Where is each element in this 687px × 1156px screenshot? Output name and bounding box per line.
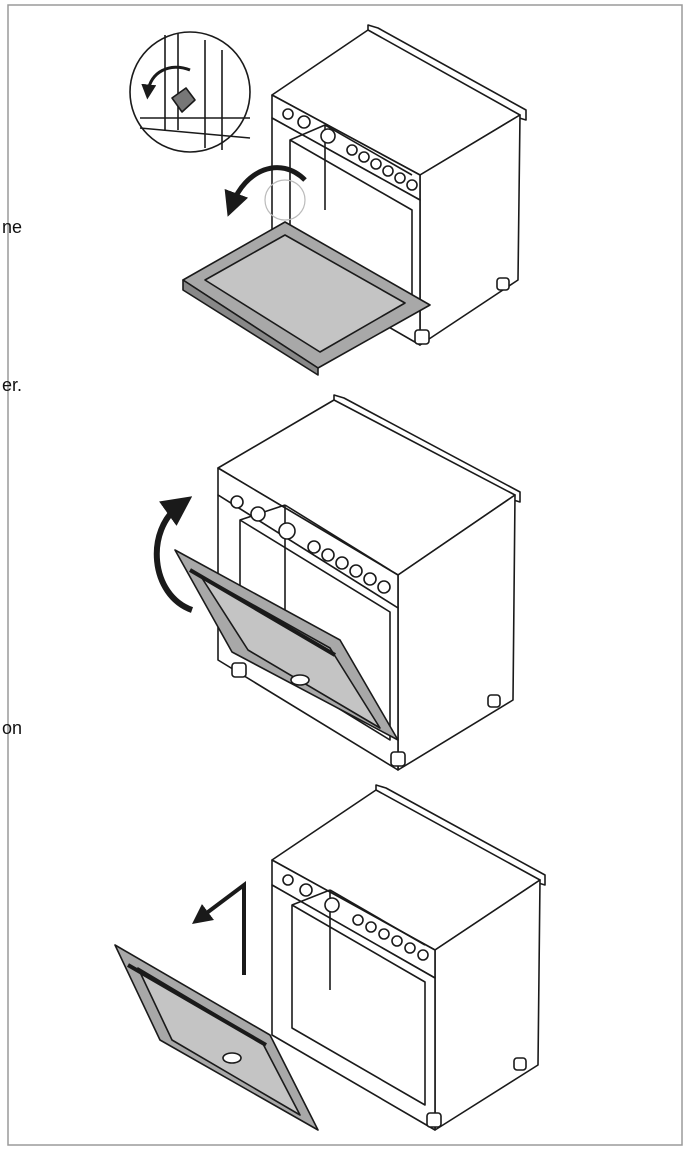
door-handle: [126, 963, 268, 1047]
oven-foot: [426, 1112, 442, 1128]
knob: [349, 564, 363, 578]
oven-foot: [513, 1057, 527, 1071]
knob: [391, 935, 403, 947]
knob: [406, 179, 418, 191]
cut-off-text-line-1: ne: [2, 217, 23, 237]
door-badge: [222, 1052, 242, 1064]
cut-off-text-line-2: er.: [2, 375, 23, 395]
knob: [278, 522, 296, 540]
hinge-highlight: [264, 179, 306, 221]
curved-arrow-up: [153, 496, 194, 613]
door-handle: [188, 568, 337, 657]
step-1-open-door: [129, 24, 527, 376]
page-frame: [7, 4, 683, 1146]
hinge-lever: [171, 87, 196, 113]
knob: [365, 921, 377, 933]
knob: [250, 506, 266, 522]
oven-foot: [414, 329, 430, 345]
knob: [230, 495, 244, 509]
oven-cavity: [291, 904, 426, 1106]
oven-foot: [496, 277, 510, 291]
door-badge: [290, 674, 310, 686]
open-door-edge: [182, 279, 319, 376]
knob: [363, 572, 377, 586]
knob: [324, 897, 340, 913]
knob: [335, 556, 349, 570]
step-3-remove-door: [114, 784, 546, 1131]
knob: [282, 108, 294, 120]
knob: [370, 158, 382, 170]
knob: [417, 949, 429, 961]
knob: [297, 115, 311, 129]
curved-arrow-small: [141, 65, 191, 100]
open-door-glass: [204, 234, 406, 353]
knob: [394, 172, 406, 184]
oven-foot: [390, 751, 406, 767]
knob: [321, 548, 335, 562]
oven-foot: [487, 694, 501, 708]
knob: [320, 128, 336, 144]
knob: [358, 151, 370, 163]
raised-door-glass: [199, 574, 381, 729]
knob: [352, 914, 364, 926]
step-2-raise-door: [174, 394, 521, 771]
oven-foot: [231, 662, 247, 678]
knob: [282, 874, 294, 886]
knob: [382, 165, 394, 177]
knob: [307, 540, 321, 554]
knob: [378, 928, 390, 940]
cut-off-text-line-3: on: [2, 718, 23, 738]
knob: [346, 144, 358, 156]
bent-arrow-up-left: [192, 881, 246, 975]
curved-arrow-down-left: [224, 165, 307, 217]
knob: [377, 580, 391, 594]
knob: [299, 883, 313, 897]
knob: [404, 942, 416, 954]
